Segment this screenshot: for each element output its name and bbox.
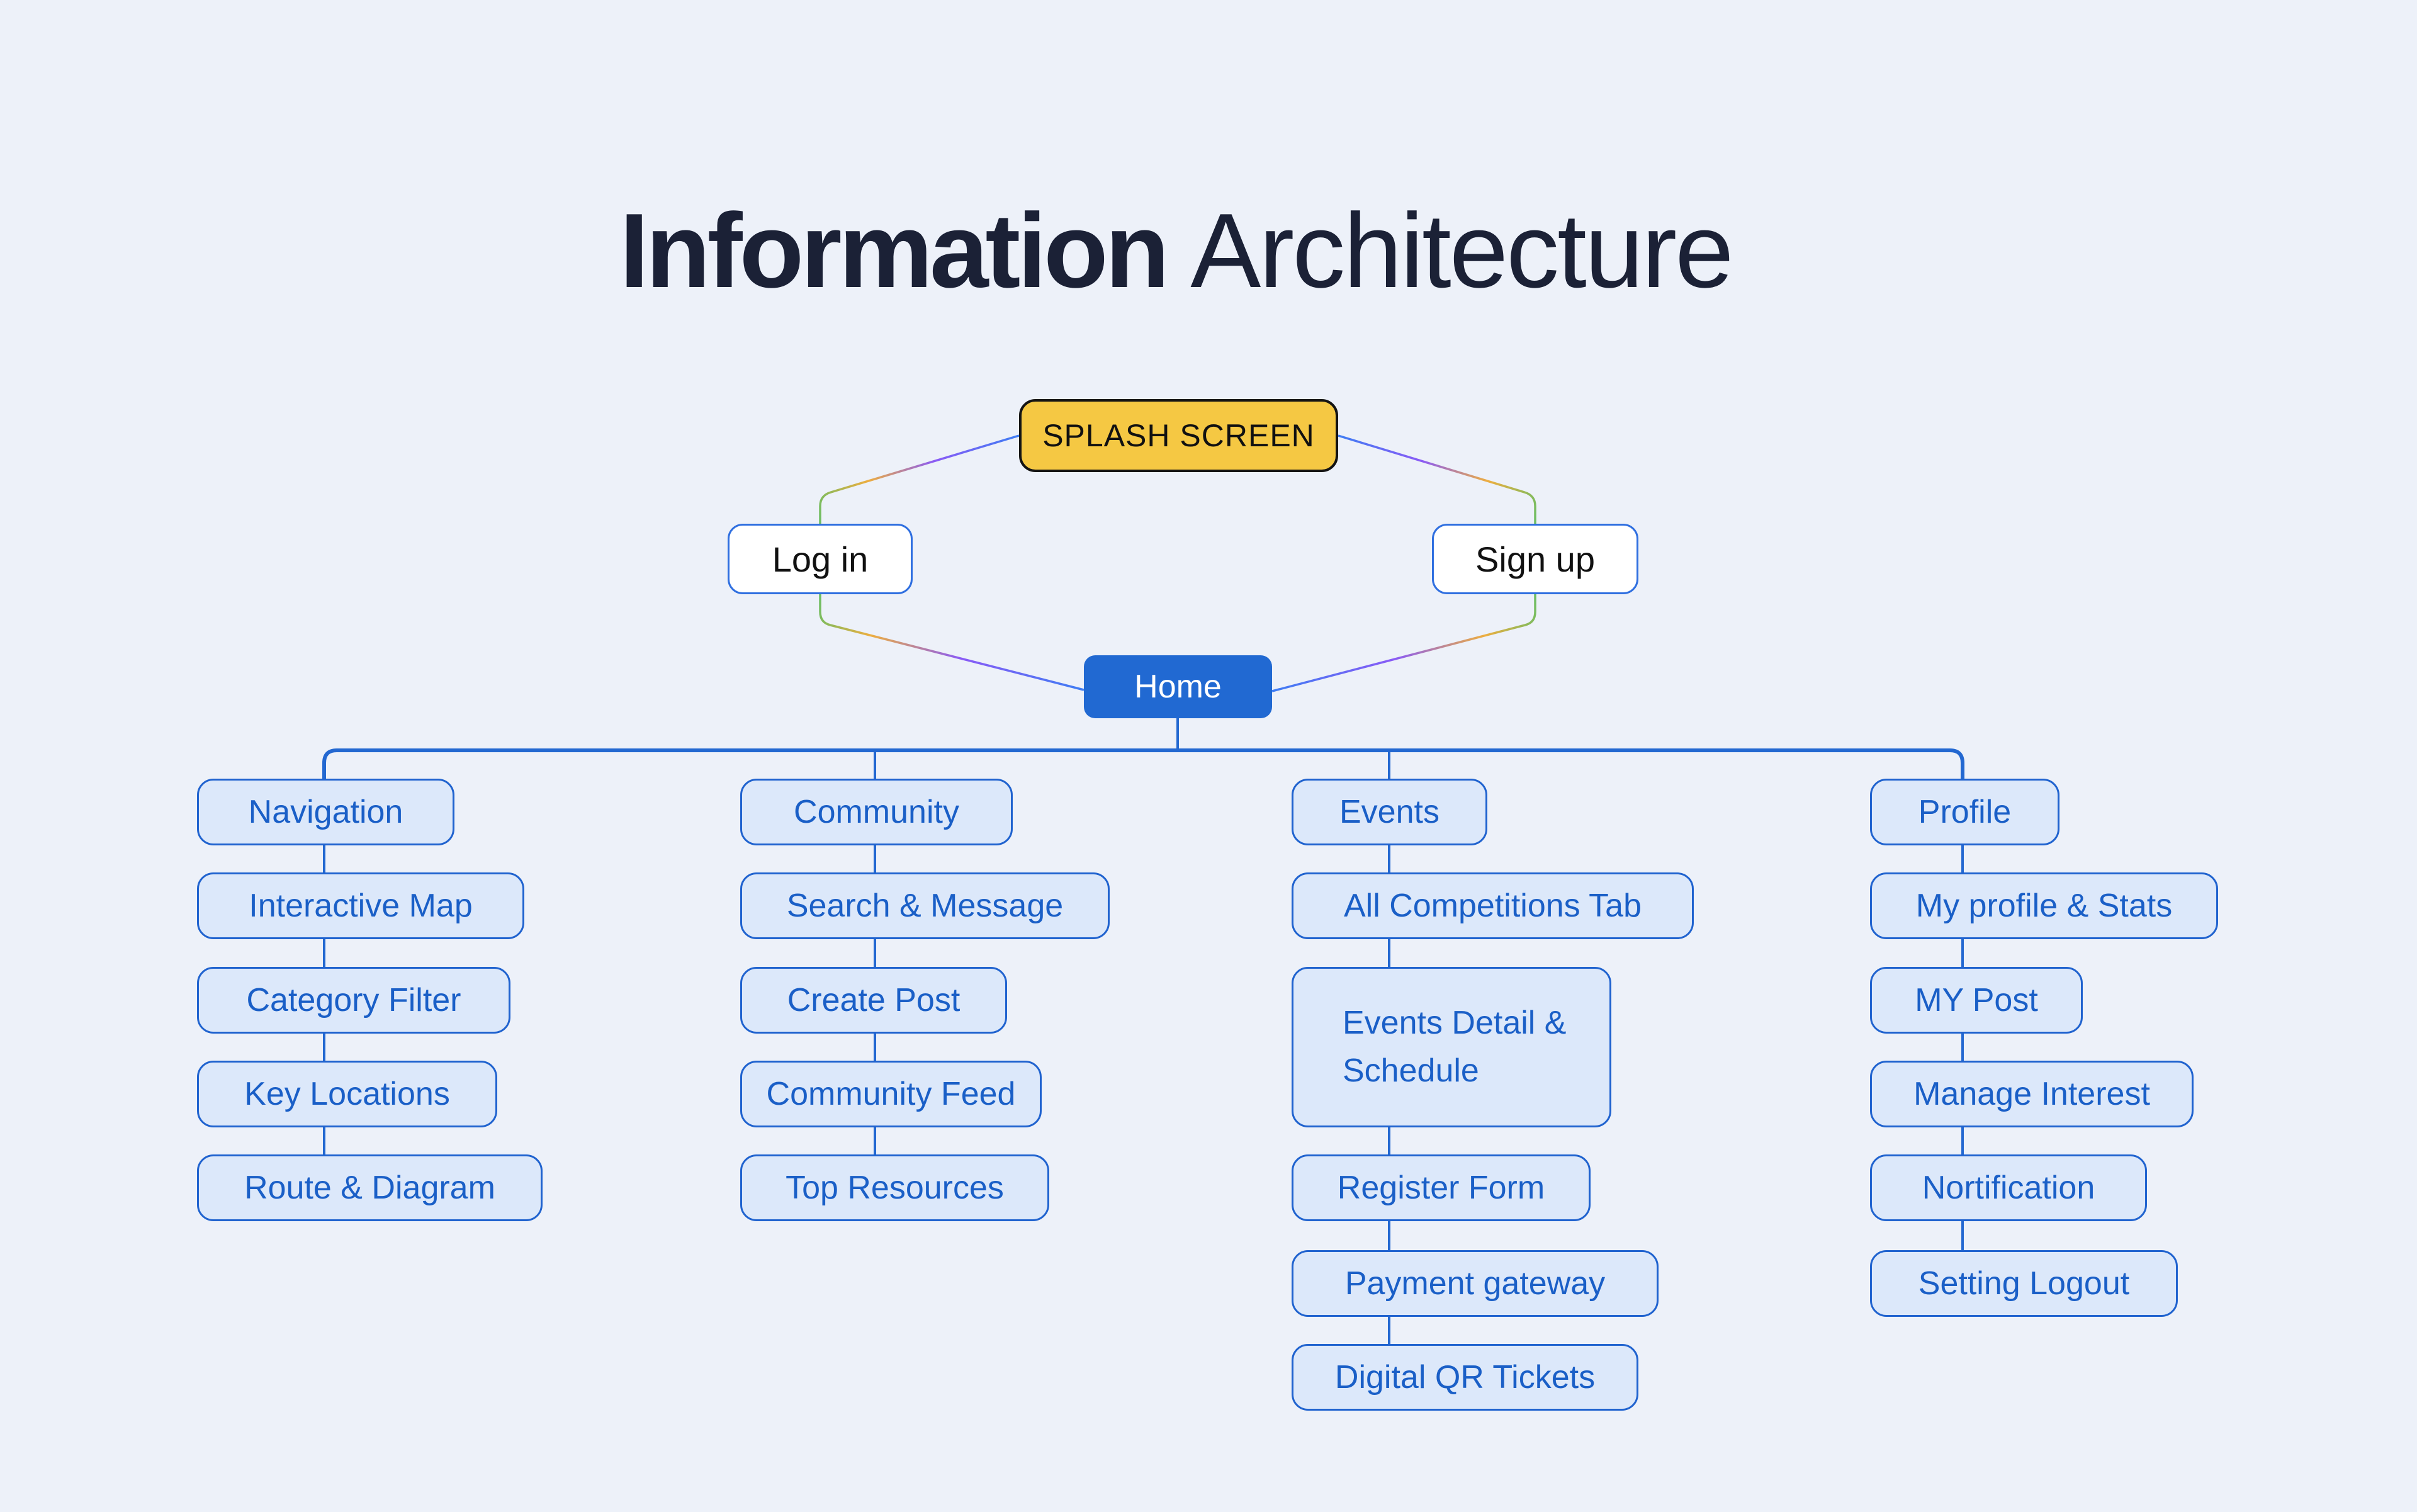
node-manage-interest: Manage Interest [1870,1061,2194,1127]
node-community-feed: Community Feed [740,1061,1042,1127]
node-search-message: Search & Message [740,872,1110,939]
node-events-detail-schedule: Events Detail & Schedule [1292,967,1611,1127]
node-payment-gateway: Payment gateway [1292,1250,1659,1317]
node-interactive-map: Interactive Map [197,872,524,939]
node-key-locations: Key Locations [197,1061,497,1127]
node-my-profile-stats: My profile & Stats [1870,872,2218,939]
node-nortification: Nortification [1870,1154,2147,1221]
node-splash-screen: SPLASH SCREEN [1019,399,1338,472]
node-register-form: Register Form [1292,1154,1591,1221]
connector-splash-signup [1338,434,1536,524]
tree-connectors [322,718,1964,1344]
node-my-post: MY Post [1870,967,2083,1034]
column-header-community: Community [740,779,1013,845]
node-all-competitions-tab: All Competitions Tab [1292,872,1694,939]
connector-login-home [819,594,1085,691]
node-setting-logout: Setting Logout [1870,1250,2178,1317]
node-sign-up: Sign up [1432,524,1638,594]
column-header-profile: Profile [1870,779,2059,845]
node-create-post: Create Post [740,967,1007,1034]
node-category-filter: Category Filter [197,967,510,1034]
connector-splash-login [819,434,1020,524]
node-home: Home [1084,655,1272,718]
column-header-navigation: Navigation [197,779,454,845]
node-log-in: Log in [728,524,913,594]
node-top-resources: Top Resources [740,1154,1049,1221]
node-digital-qr-tickets: Digital QR Tickets [1292,1344,1638,1411]
column-header-events: Events [1292,779,1487,845]
page-title-light: Architecture [1190,191,1733,310]
page-title-bold: Information [619,191,1169,310]
node-route-diagram: Route & Diagram [197,1154,543,1221]
connector-signup-home [1271,594,1536,692]
